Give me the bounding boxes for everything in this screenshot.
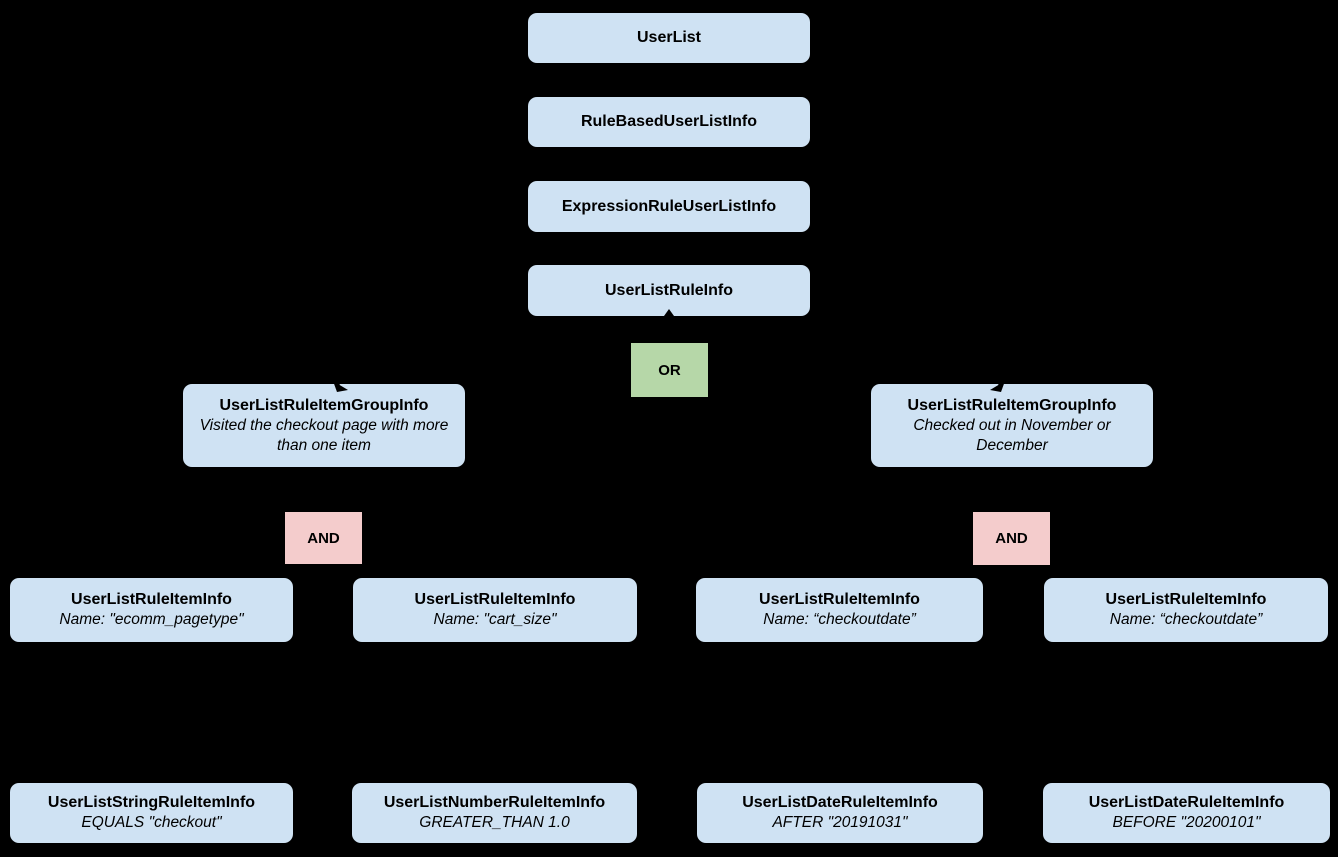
and-operator-label: AND [307,529,340,547]
rule-item-checkoutdate-1: UserListRuleItemInfo Name: “checkoutdate… [696,578,983,642]
node-title: RuleBasedUserListInfo [580,113,758,130]
and-operator-right: AND [973,512,1050,565]
node-rule-based-user-list-info: RuleBasedUserListInfo [528,97,810,147]
node-userlist: UserList [528,13,810,63]
leaf-item-date-rule-after: UserListDateRuleItemInfo AFTER "20191031… [697,783,983,843]
or-operator: OR [631,343,708,397]
leaf-item-string-rule: UserListStringRuleItemInfo EQUALS "check… [10,783,293,843]
leaf-item-date-rule-before: UserListDateRuleItemInfo BEFORE "2020010… [1043,783,1330,843]
rule-item-name: Name: “checkoutdate” [763,611,916,628]
leaf-item-condition: GREATER_THAN 1.0 [419,814,570,831]
leaf-item-title: UserListStringRuleItemInfo [47,794,256,811]
group-description: Visited the checkout page with more than… [199,416,449,454]
rule-item-name: Name: “checkoutdate” [1109,611,1263,628]
leaf-item-condition: AFTER "20191031" [772,814,908,831]
leaf-item-number-rule: UserListNumberRuleItemInfo GREATER_THAN … [352,783,637,843]
rule-item-title: UserListRuleItemInfo [759,591,920,608]
leaf-item-title: UserListDateRuleItemInfo [742,794,938,811]
node-title: UserListRuleInfo [604,281,733,299]
rule-item-checkoutdate-2: UserListRuleItemInfo Name: “checkoutdate… [1044,578,1328,642]
rule-item-title: UserListRuleItemInfo [71,591,232,608]
group-description: Checked out in November or December [913,416,1111,454]
or-operator-label: OR [658,361,681,379]
leaf-item-title: UserListDateRuleItemInfo [1088,794,1285,811]
rule-item-name: Name: "ecomm_pagetype" [59,611,244,628]
leaf-item-title: UserListNumberRuleItemInfo [383,794,606,811]
node-expression-rule-user-list-info: ExpressionRuleUserListInfo [528,181,810,232]
rule-item-title: UserListRuleItemInfo [414,591,576,608]
and-operator-label: AND [995,530,1028,547]
node-title: ExpressionRuleUserListInfo [561,197,777,215]
leaf-item-condition: BEFORE "20200101" [1112,814,1261,831]
group-title: UserListRuleItemGroupInfo [907,396,1117,414]
group-title: UserListRuleItemGroupInfo [219,396,429,414]
and-operator-left: AND [285,512,362,564]
rule-item-ecomm-pagetype: UserListRuleItemInfo Name: "ecomm_pagety… [10,578,293,642]
rule-item-cart-size: UserListRuleItemInfo Name: "cart_size" [353,578,637,642]
rule-item-title: UserListRuleItemInfo [1105,591,1267,608]
group-left-user-list-rule-item-group-info: UserListRuleItemGroupInfo Visited the ch… [183,384,465,467]
leaf-item-condition: EQUALS "checkout" [81,814,222,831]
node-user-list-rule-info: UserListRuleInfo [528,265,810,316]
node-title: UserList [636,29,702,46]
group-right-user-list-rule-item-group-info: UserListRuleItemGroupInfo Checked out in… [871,384,1153,467]
rule-item-name: Name: "cart_size" [433,611,557,628]
